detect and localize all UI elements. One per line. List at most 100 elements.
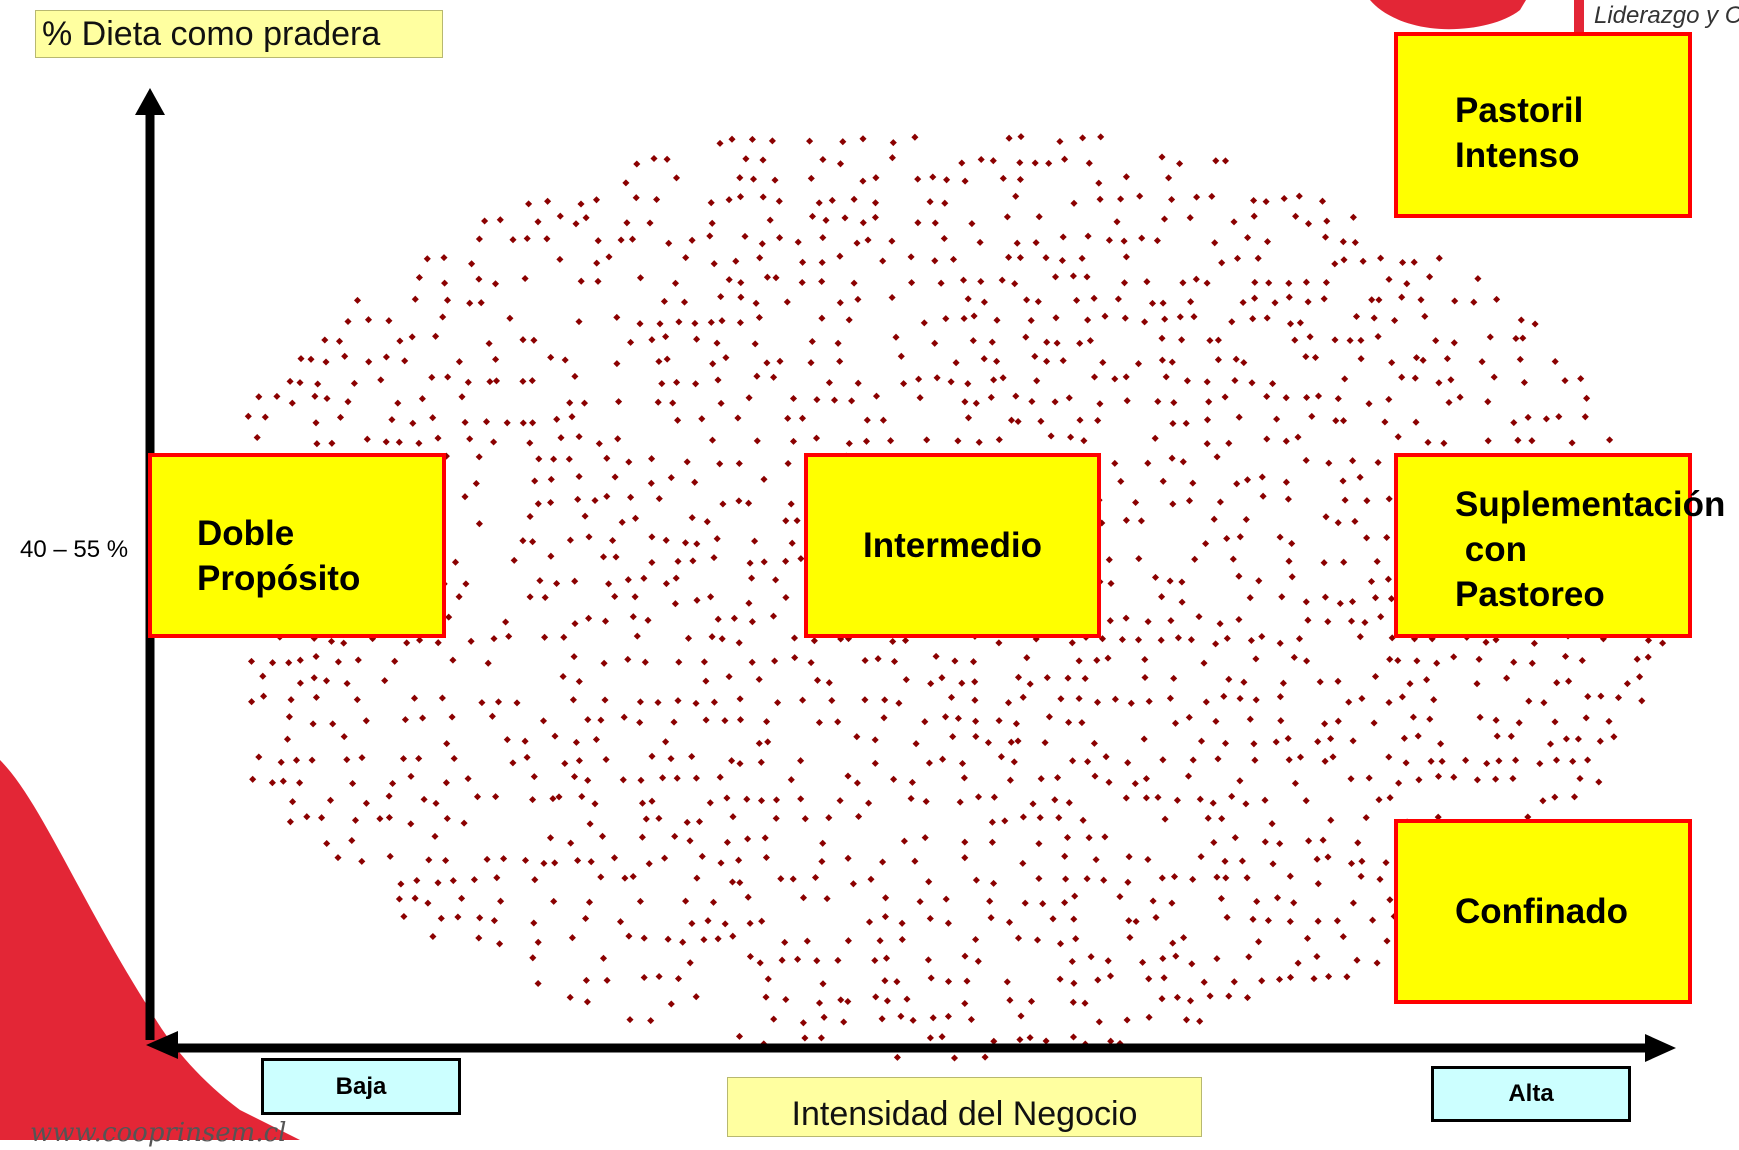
texture-dot bbox=[938, 1033, 946, 1041]
texture-dot bbox=[735, 1032, 744, 1040]
texture-dot bbox=[1173, 993, 1181, 1001]
texture-dot bbox=[627, 338, 635, 346]
texture-dot bbox=[981, 1053, 989, 1061]
texture-dot bbox=[1122, 373, 1130, 381]
texture-dot bbox=[1022, 333, 1030, 341]
texture-dot bbox=[961, 999, 969, 1008]
texture-dot bbox=[931, 219, 939, 227]
texture-dot bbox=[577, 200, 585, 208]
texture-dot bbox=[413, 876, 421, 885]
texture-dot bbox=[759, 193, 767, 201]
texture-dot bbox=[1118, 635, 1126, 644]
texture-dot bbox=[661, 854, 669, 862]
texture-dot bbox=[458, 393, 466, 401]
texture-dot bbox=[629, 613, 637, 621]
texture-dot bbox=[344, 398, 352, 406]
texture-dot bbox=[1114, 295, 1122, 303]
texture-dot bbox=[1140, 735, 1148, 743]
texture-dot bbox=[746, 559, 754, 567]
texture-dot bbox=[1080, 437, 1088, 445]
texture-dot bbox=[1023, 296, 1031, 304]
texture-dot bbox=[881, 977, 889, 985]
texture-dot bbox=[688, 514, 696, 522]
texture-dot bbox=[597, 873, 605, 881]
texture-dot bbox=[745, 599, 753, 607]
texture-dot bbox=[669, 399, 677, 407]
texture-dot bbox=[1286, 917, 1294, 926]
texture-dot bbox=[1304, 298, 1312, 306]
texture-dot bbox=[972, 732, 980, 741]
texture-dot bbox=[717, 859, 725, 867]
texture-dot bbox=[942, 315, 950, 323]
texture-dot bbox=[1014, 737, 1022, 745]
texture-dot bbox=[1561, 652, 1570, 660]
texture-dot bbox=[490, 635, 498, 643]
texture-dot bbox=[968, 220, 976, 228]
texture-dot bbox=[328, 439, 336, 447]
texture-dot bbox=[454, 913, 462, 921]
texture-dot bbox=[674, 697, 682, 705]
texture-dot bbox=[1084, 758, 1092, 766]
texture-dot bbox=[648, 752, 656, 760]
texture-dot bbox=[569, 696, 577, 704]
texture-dot bbox=[871, 956, 879, 965]
texture-dot bbox=[470, 876, 478, 884]
texture-dot bbox=[1232, 355, 1240, 363]
texture-dot bbox=[728, 757, 736, 765]
texture-dot bbox=[475, 235, 483, 243]
texture-dot bbox=[574, 856, 582, 865]
texture-dot bbox=[1051, 796, 1059, 804]
texture-dot bbox=[1124, 759, 1132, 767]
texture-dot bbox=[1205, 398, 1213, 406]
texture-dot bbox=[798, 278, 806, 287]
texture-dot bbox=[1314, 738, 1322, 746]
texture-dot bbox=[1285, 557, 1293, 565]
texture-dot bbox=[1187, 298, 1195, 306]
texture-dot bbox=[1196, 795, 1204, 803]
texture-dot bbox=[497, 897, 505, 905]
texture-dot bbox=[314, 380, 322, 388]
texture-dot bbox=[605, 253, 613, 261]
texture-dot bbox=[1375, 296, 1383, 304]
texture-dot bbox=[1143, 278, 1151, 286]
texture-dot bbox=[1078, 254, 1086, 262]
texture-dot bbox=[1381, 418, 1389, 426]
texture-dot bbox=[1041, 739, 1049, 747]
texture-dot bbox=[771, 657, 779, 665]
texture-dot bbox=[836, 299, 844, 307]
texture-dot bbox=[1172, 952, 1180, 960]
texture-dot bbox=[1142, 794, 1150, 802]
texture-dot bbox=[1197, 737, 1206, 745]
texture-dot bbox=[825, 379, 833, 387]
texture-dot bbox=[772, 576, 780, 584]
texture-dot bbox=[575, 318, 583, 326]
texture-dot bbox=[611, 592, 619, 601]
texture-dot bbox=[1197, 853, 1205, 861]
texture-dot bbox=[967, 1015, 975, 1024]
texture-dot bbox=[521, 856, 530, 864]
texture-dot bbox=[1285, 293, 1293, 301]
texture-dot bbox=[710, 260, 718, 268]
texture-dot bbox=[1271, 299, 1279, 307]
texture-dot bbox=[760, 475, 768, 483]
texture-dot bbox=[428, 373, 436, 381]
texture-dot bbox=[1045, 713, 1053, 721]
texture-dot bbox=[1187, 636, 1195, 644]
texture-dot bbox=[1614, 694, 1623, 702]
texture-dot bbox=[841, 214, 849, 222]
texture-dot bbox=[713, 535, 721, 543]
texture-dot bbox=[348, 836, 356, 845]
texture-dot bbox=[1062, 875, 1070, 883]
texture-dot bbox=[1239, 298, 1247, 307]
texture-dot bbox=[854, 295, 862, 303]
texture-dot bbox=[288, 399, 296, 407]
texture-dot bbox=[632, 194, 640, 202]
texture-dot bbox=[797, 757, 805, 765]
texture-dot bbox=[575, 677, 583, 686]
texture-dot bbox=[415, 754, 423, 763]
texture-dot bbox=[963, 977, 971, 985]
texture-dot bbox=[594, 277, 602, 285]
texture-dot bbox=[700, 936, 708, 944]
texture-dot bbox=[867, 875, 875, 883]
texture-dot bbox=[1012, 392, 1020, 400]
